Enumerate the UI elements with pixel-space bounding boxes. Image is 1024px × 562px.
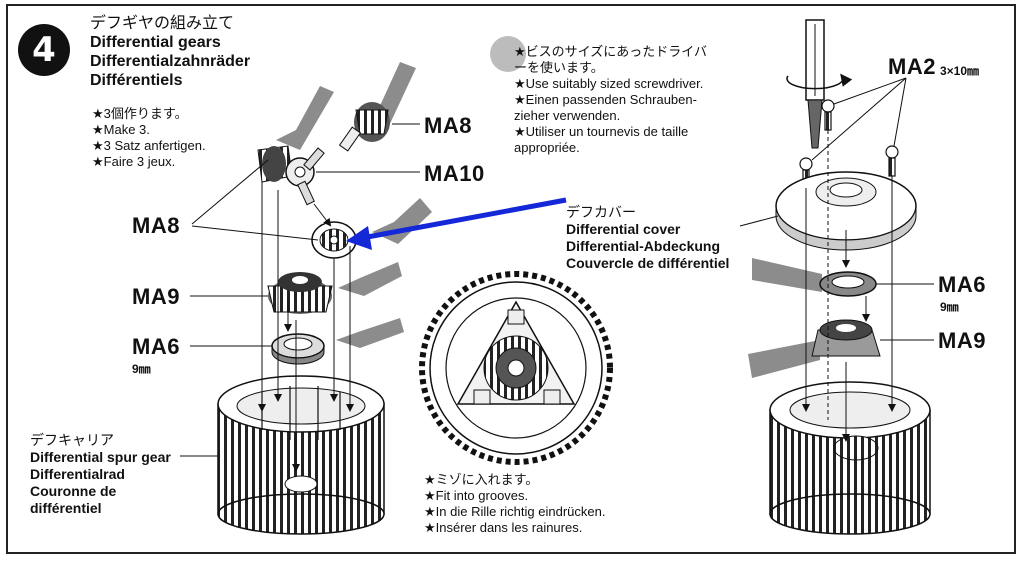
spur-gear-left (217, 375, 385, 535)
note-make-three-line: ★Make 3. (92, 122, 150, 137)
note-grooves-line: ★Insérer dans les rainures. (424, 520, 583, 535)
part-label-ma8-left: MA8 (132, 213, 180, 238)
note-screwdriver-line: ★Use suitably sized screwdriver. (514, 76, 704, 91)
note-make-three: ★3個作ります。 ★Make 3. ★3 Satz anfertigen. ★F… (92, 106, 206, 170)
step-number: 4 (32, 30, 56, 70)
label-diff-cover-line: デフカバー (566, 204, 636, 220)
guide-lines-right (802, 130, 896, 442)
label-diff-cover-line: Differential cover (566, 221, 681, 237)
grease-tubes-right (748, 258, 822, 378)
label-diff-cover-line: Couvercle de différentiel (566, 255, 730, 271)
label-diff-spur-gear-line: différentiel (30, 500, 102, 516)
part-label-ma9-right: MA9 (938, 328, 986, 353)
washer-ma6-left (271, 333, 325, 365)
part-size-ma2: 3×10㎜ (940, 64, 980, 78)
note-screwdriver-line: ★ビスのサイズにあったドライバ (514, 44, 708, 59)
step-title-de: Differentialzahnräder (90, 53, 251, 70)
label-diff-cover-line: Differential-Abdeckung (566, 238, 721, 254)
diff-top-view (419, 271, 613, 465)
note-make-three-line: ★3 Satz anfertigen. (92, 138, 206, 153)
cross-pin (285, 147, 325, 206)
note-screwdriver-line: ★Einen passenden Schrauben- (514, 92, 697, 107)
diff-cover (775, 171, 917, 251)
part-label-ma8-top: MA8 (424, 113, 472, 138)
note-screwdriver-line: zieher verwenden. (514, 108, 621, 123)
part-label-ma2: MA2 (888, 54, 936, 79)
leader-ma2-c (893, 77, 907, 147)
leader-ma2-a (833, 77, 907, 105)
bevel-gear-ma9-left (267, 272, 333, 314)
part-label-ma6-right: MA6 (938, 272, 986, 297)
note-screwdriver-line: ★Utiliser un tournevis de taille (514, 124, 689, 139)
step-title: デフギヤの組み立て Differential gears Differentia… (90, 14, 250, 90)
screwdriver (786, 19, 853, 149)
step-title-fr: Différentiels (90, 72, 183, 89)
label-diff-spur-gear-line: デフキャリア (30, 432, 114, 448)
note-make-three-line: ★Faire 3 jeux. (92, 154, 176, 169)
bevel-gear-left (257, 145, 293, 183)
label-diff-cover: デフカバー Differential cover Differential-Ab… (566, 204, 729, 272)
note-grooves: ★ミゾに入れます。 ★Fit into grooves. ★In die Ril… (424, 472, 605, 536)
note-screwdriver-line: appropriée. (514, 140, 580, 155)
screwdriver-note-badge (490, 36, 526, 72)
part-size-ma6-left: 9㎜ (132, 362, 151, 376)
note-screwdriver: ★ビスのサイズにあったドライバ ーを使います。 ★Use suitably si… (514, 44, 707, 156)
step-title-en: Differential gears (90, 34, 221, 51)
note-make-three-line: ★3個作ります。 (92, 106, 188, 121)
step-title-ja: デフギヤの組み立て (90, 15, 235, 32)
step-number-badge: 4 (18, 24, 70, 76)
bevel-gear-top (338, 102, 390, 152)
label-diff-spur-gear-line: Differential spur gear (30, 449, 171, 465)
label-diff-spur-gear-line: Differentialrad (30, 466, 125, 482)
annotation-arrow (346, 197, 567, 250)
leader-diff-cover (739, 215, 779, 227)
note-grooves-line: ★Fit into grooves. (424, 488, 529, 503)
leader-lines-left (180, 123, 420, 457)
note-grooves-line: ★In die Rille richtig eindrücken. (424, 504, 606, 519)
grease-tubes-left (276, 62, 432, 348)
note-screwdriver-line: ーを使います。 (514, 60, 604, 75)
part-label-ma6-left: MA6 (132, 334, 180, 359)
spur-gear-right (769, 381, 931, 535)
part-size-ma6-right: 9㎜ (940, 300, 959, 314)
label-diff-spur-gear: デフキャリア Differential spur gear Differenti… (30, 432, 171, 517)
bevel-gear-ma9-right (811, 319, 881, 357)
part-label-ma10: MA10 (424, 161, 485, 186)
note-grooves-line: ★ミゾに入れます。 (424, 472, 539, 487)
part-label-ma9-left: MA9 (132, 284, 180, 309)
label-diff-spur-gear-line: Couronne de (30, 483, 117, 499)
